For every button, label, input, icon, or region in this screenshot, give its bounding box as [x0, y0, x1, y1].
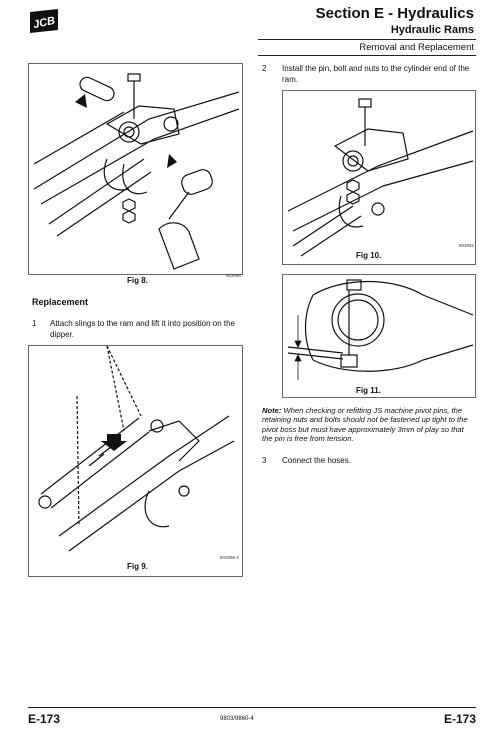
fig9-label: Fig 9.: [127, 562, 148, 571]
note-block: Note: When checking or refitting JS mach…: [262, 406, 476, 444]
figure-9: Fig 9. 803096-1: [28, 345, 243, 577]
subsection-title: Hydraulic Rams: [390, 24, 474, 36]
fig10-code: 803092: [459, 243, 475, 248]
fig9-illustration: [38, 346, 235, 552]
page-number-right: E-173: [443, 712, 476, 726]
step-3-number: 3: [262, 456, 267, 465]
figure-11: Fig 11.: [282, 274, 476, 398]
section-title: Section E - Hydraulics: [315, 5, 474, 22]
fig10-illustration: [287, 98, 474, 257]
topic-title: Removal and Replacement: [359, 42, 474, 53]
fig8-label: Fig 8.: [127, 276, 148, 285]
replacement-heading: Replacement: [32, 297, 89, 307]
page-number-left: E-173: [28, 712, 61, 726]
fig8-code: 803090: [226, 273, 242, 278]
step-1-text: Attach slings to the ram and lift it int…: [50, 319, 235, 339]
step-3-text: Connect the hoses.: [282, 456, 351, 465]
jcb-logo: JCB: [27, 8, 61, 34]
header-rule: [258, 39, 476, 40]
footer-rule: [28, 707, 476, 708]
fig10-label: Fig 10.: [356, 251, 382, 260]
fig11-illustration: [287, 279, 474, 380]
note-label: Note:: [262, 406, 282, 415]
step-2-text: Install the pin, bolt and nuts to the cy…: [282, 64, 470, 84]
step-1-number: 1: [32, 319, 37, 328]
step-2-number: 2: [262, 64, 267, 73]
fig9-code: 803096-1: [220, 555, 240, 560]
header-rule-2: [258, 55, 476, 56]
fig11-label: Fig 11.: [356, 386, 381, 395]
fig8-illustration: [33, 73, 240, 270]
document-number: 9803/9860-4: [220, 716, 254, 722]
figure-10: Fig 10. 803092: [282, 90, 476, 265]
note-text: When checking or refitting JS machine pi…: [262, 406, 468, 444]
figure-8: Fig 8. 803090: [28, 63, 243, 285]
logo-text: JCB: [32, 15, 56, 31]
